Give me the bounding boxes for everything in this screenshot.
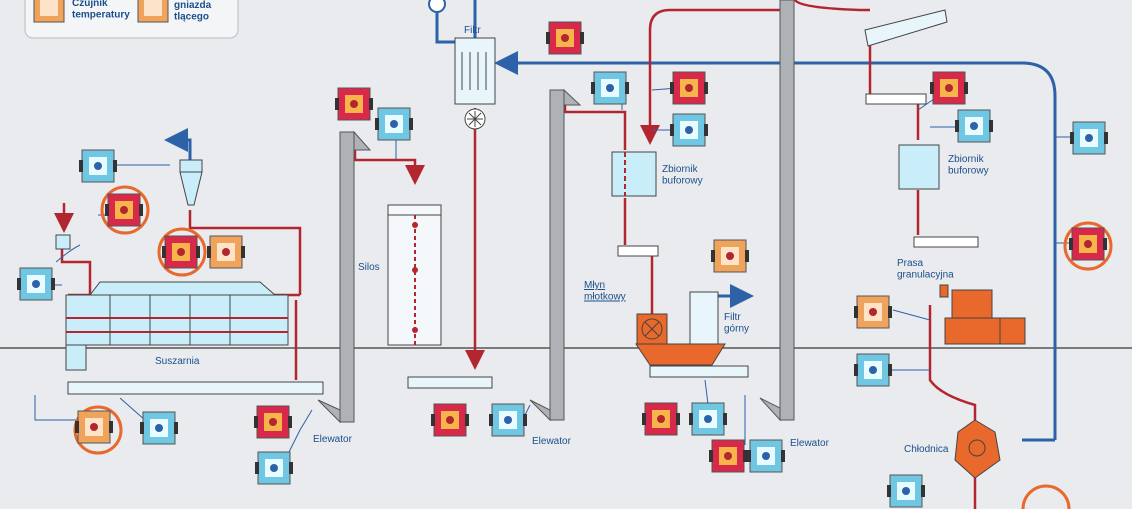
elevator-1-label: Elewator	[313, 434, 353, 445]
legend-temperature-sensor-icon	[33, 0, 65, 23]
hammer-mill	[635, 291, 726, 366]
dryer-label: Suszarnia	[155, 356, 200, 367]
conveyor-mill	[649, 365, 749, 378]
extinguisher-nozzle-icon	[887, 474, 925, 508]
elevator-2	[529, 88, 582, 422]
temperature-sensor-icon	[711, 239, 749, 273]
extinguisher-nozzle-icon	[17, 267, 55, 301]
temperature-sensor-icon	[75, 410, 113, 444]
spark-detector-icon	[709, 439, 747, 473]
extinguisher-nozzle-icon	[854, 353, 892, 387]
buffer-tank-1	[611, 151, 657, 197]
spark-detector-icon	[431, 403, 469, 437]
highlight-rings	[73, 185, 1113, 509]
temperature-sensor-icon	[854, 295, 892, 329]
spark-detector-icon	[670, 71, 708, 105]
spark-detector-icon	[546, 21, 584, 55]
extinguisher-nozzle-icon	[140, 411, 178, 445]
screw-conveyor-2	[865, 93, 927, 105]
extinguisher-nozzle-icon	[591, 71, 629, 105]
sieve	[864, 9, 948, 47]
silos-label: Silos	[358, 262, 380, 273]
elevator-3	[759, 0, 795, 422]
filter	[428, 0, 496, 130]
air-return-lines	[164, 0, 1057, 442]
spark-detector-icon	[105, 193, 143, 227]
spark-detector-icon	[254, 405, 292, 439]
extinguisher-nozzle-icon	[79, 149, 117, 183]
elevator-1	[317, 130, 372, 424]
cyclone	[179, 159, 203, 206]
extinguisher-nozzle-icon	[489, 403, 527, 437]
elevator-3-label: Elewator	[790, 438, 830, 449]
dryer	[55, 234, 289, 371]
screw-conveyor-3	[913, 236, 979, 248]
temperature-sensor-icon	[207, 235, 245, 269]
spark-detector-icon	[162, 235, 200, 269]
extinguisher-nozzle-icon	[255, 451, 293, 485]
extinguisher-nozzle-icon	[375, 107, 413, 141]
silos	[387, 204, 442, 346]
extinguisher-nozzle-icon	[689, 402, 727, 436]
elevator-2-label: Elewator	[532, 436, 572, 447]
spark-detector-icon	[930, 71, 968, 105]
sensor-leads	[34, 87, 1088, 461]
spark-detector-icon	[1069, 227, 1107, 261]
conveyor-silos	[407, 376, 493, 389]
cooler	[954, 419, 1001, 479]
screw-conveyor-1	[617, 245, 659, 257]
extinguisher-nozzle-icon	[747, 439, 785, 473]
filter-label: Filtr	[464, 25, 481, 36]
extinguisher-nozzle-icon	[670, 113, 708, 147]
buffer-tank-2	[898, 144, 940, 190]
sensors	[17, 21, 1108, 508]
cooler-label: Chłodnica	[904, 444, 949, 455]
conveyor-dryer	[67, 381, 324, 395]
pellet-press	[939, 284, 1026, 345]
extinguisher-nozzle-icon	[1070, 121, 1108, 155]
spark-detector-icon	[335, 87, 373, 121]
spark-detector-icon	[642, 402, 680, 436]
legend-socket-sensor-icon	[137, 0, 169, 23]
extinguisher-nozzle-icon	[955, 109, 993, 143]
